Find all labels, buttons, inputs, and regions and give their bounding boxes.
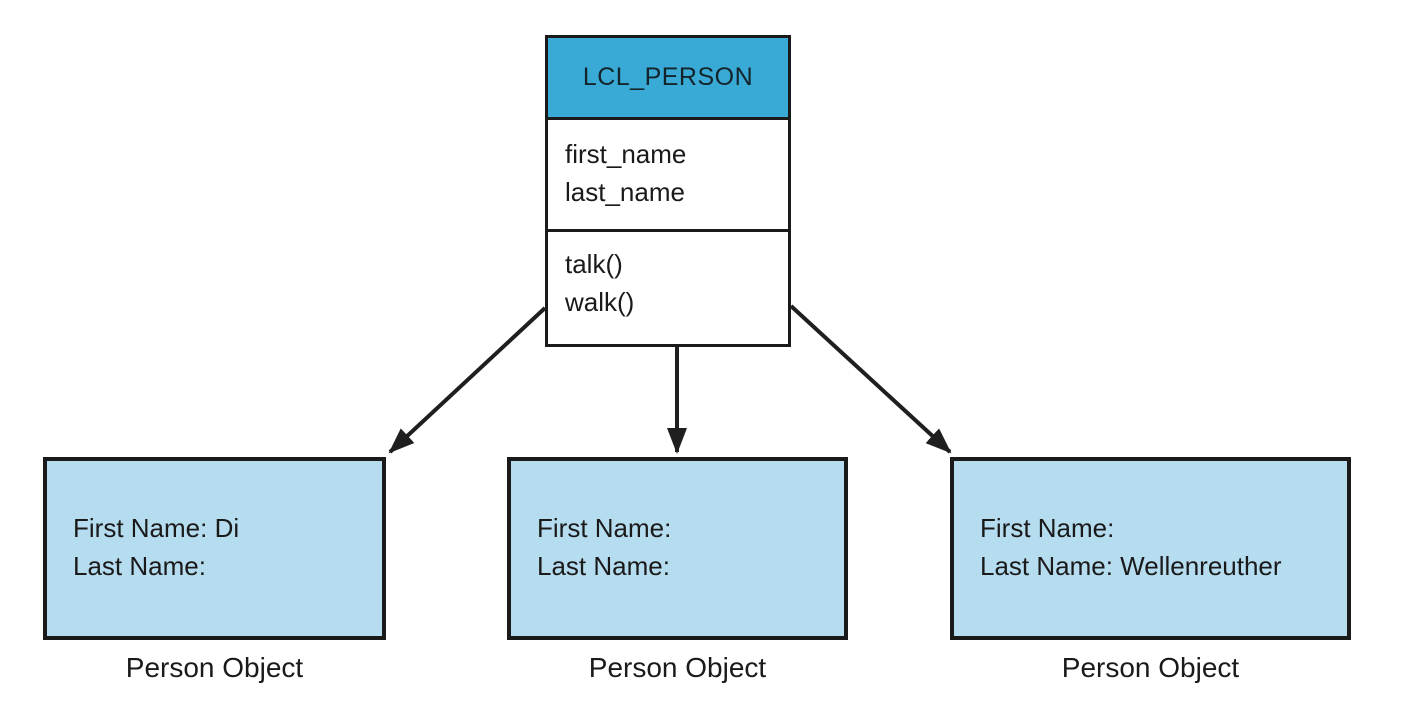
- class-methods-section: talk() walk(): [548, 232, 788, 344]
- last-name-value: Last Name:: [537, 551, 670, 581]
- person-object-box-2: First Name: Last Name:: [507, 457, 848, 640]
- person-object-box-3: First Name: Last Name: Wellenreuther: [950, 457, 1351, 640]
- attribute-last-name: last_name: [565, 177, 685, 207]
- class-attributes-section: first_name last_name: [548, 120, 788, 232]
- last-name-value: Last Name: Wellenreuther: [980, 551, 1282, 581]
- person-object-caption-3: Person Object: [1061, 652, 1240, 683]
- attribute-first-name: first_name: [565, 139, 687, 169]
- method-talk: talk(): [565, 249, 623, 279]
- arrow-to-instance-1: [388, 306, 547, 454]
- person-object-box-1: First Name: Di Last Name:: [43, 457, 386, 640]
- first-name-value: First Name:: [537, 513, 672, 543]
- person-object-caption-2: Person Object: [588, 652, 767, 683]
- last-name-value: Last Name:: [73, 551, 206, 581]
- person-object-caption-1: Person Object: [125, 652, 304, 683]
- arrow-to-instance-3: [789, 304, 952, 454]
- class-title: LCL_PERSON: [548, 38, 788, 120]
- first-name-value: First Name: Di: [73, 513, 240, 543]
- method-walk: walk(): [565, 287, 635, 317]
- first-name-value: First Name:: [980, 513, 1115, 543]
- class-box-lcl-person: LCL_PERSON first_name last_name talk() w…: [545, 35, 791, 347]
